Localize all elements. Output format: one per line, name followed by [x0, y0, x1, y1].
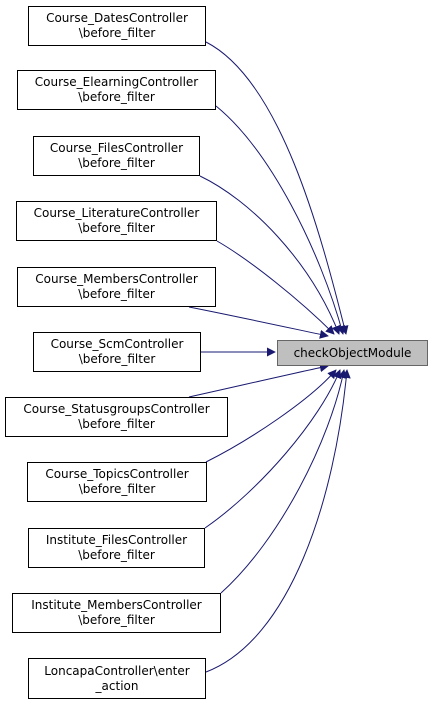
node-label-line1: Course_LiteratureController	[33, 206, 200, 220]
node-label-line1: Institute_FilesController	[45, 533, 188, 547]
edge-8	[205, 369, 337, 463]
node-label-line1: Course_ElearningController	[34, 75, 199, 89]
node-label-line2: \before_filter	[78, 352, 156, 366]
node-label-line1: Course_StatusgroupsController	[23, 402, 210, 416]
node-label-line2: \before_filter	[78, 90, 155, 104]
node-label-line2: \before_filter	[78, 221, 155, 235]
node-course-filescontroller[interactable]: Course_FilesController \before_filter	[33, 136, 200, 176]
node-label-line1: Course_TopicsController	[45, 467, 189, 481]
edge-2	[215, 105, 346, 335]
node-label-line1: Course_ScmController	[50, 337, 184, 351]
node-checkobjectmodule[interactable]: checkObjectModule	[277, 340, 428, 366]
edge-1	[205, 41, 349, 335]
node-label-line1: Course_MembersController	[35, 272, 198, 286]
node-label-line1: Institute_MembersController	[31, 598, 202, 612]
node-label-line1: Course_DatesController	[46, 11, 188, 25]
node-course-statusgroupscontroller[interactable]: Course_StatusgroupsController \before_fi…	[5, 397, 228, 437]
edge-7	[188, 363, 329, 398]
node-institute-filescontroller[interactable]: Institute_FilesController \before_filter	[28, 528, 205, 568]
edge-11	[205, 369, 351, 673]
node-label-line2: \before_filter	[78, 417, 155, 431]
node-label-line2: \before_filter	[78, 287, 155, 301]
node-label-line2: \before_filter	[78, 482, 156, 496]
node-course-elearningcontroller[interactable]: Course_ElearningController \before_filte…	[17, 70, 216, 110]
node-checkobjectmodule-label: checkObjectModule	[293, 345, 412, 360]
node-label-line2: \before_filter	[78, 613, 155, 627]
edge-10	[220, 369, 347, 594]
edge-3	[199, 175, 341, 335]
edge-9	[204, 369, 342, 529]
node-label-line2: \before_filter	[78, 156, 155, 170]
node-course-datescontroller[interactable]: Course_DatesController \before_filter	[28, 6, 206, 46]
node-label-line1: Course_FilesController	[49, 141, 184, 155]
node-institute-memberscontroller[interactable]: Institute_MembersController \before_filt…	[12, 593, 221, 633]
node-label-line2: \before_filter	[78, 26, 156, 40]
node-course-memberscontroller[interactable]: Course_MembersController \before_filter	[17, 267, 216, 307]
node-loncapacontroller-enter-action[interactable]: LoncapaController\enter _action	[28, 658, 206, 699]
node-label-line2: \before_filter	[78, 548, 155, 562]
node-label-line1: LoncapaController\enter	[44, 663, 190, 678]
edge-5	[188, 306, 329, 339]
edge-4	[216, 240, 335, 335]
node-course-literaturecontroller[interactable]: Course_LiteratureController \before_filt…	[16, 201, 217, 241]
node-label-line2: _action	[95, 678, 139, 693]
node-course-topicscontroller[interactable]: Course_TopicsController \before_filter	[27, 462, 207, 502]
node-course-scmcontroller[interactable]: Course_ScmController \before_filter	[33, 332, 201, 372]
